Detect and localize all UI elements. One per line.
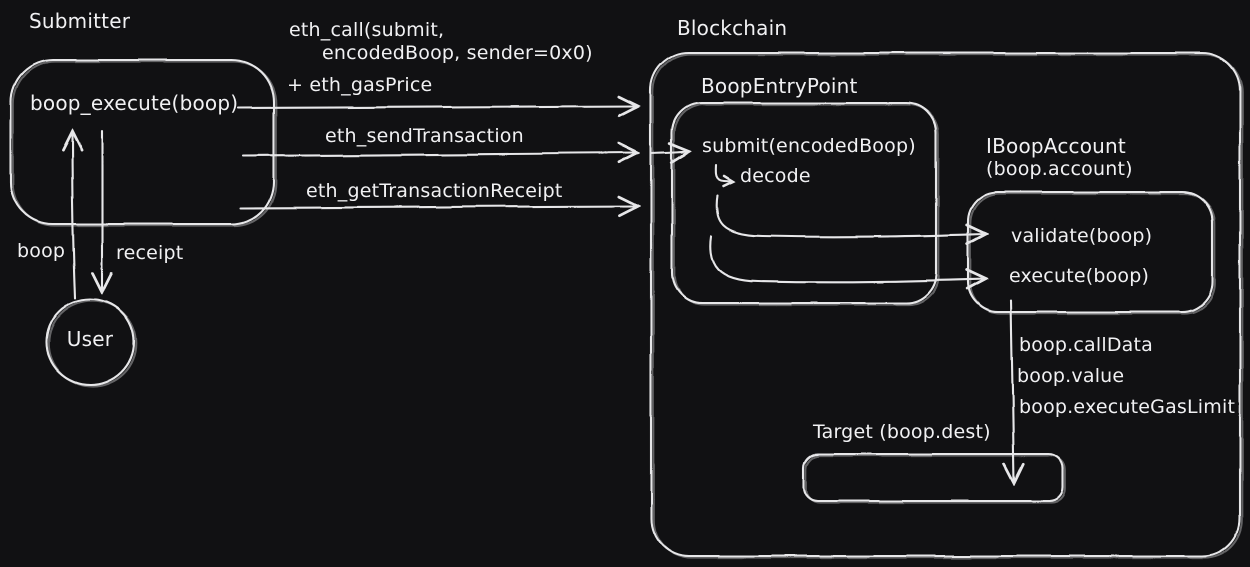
user-label: User <box>66 327 114 351</box>
account-box <box>966 190 1214 314</box>
arrow-to-validate <box>715 194 986 237</box>
execute-param-calldata: boop.callData <box>1019 334 1154 356</box>
arrow-eth-send-inner <box>649 151 690 153</box>
decode-branch-icon <box>714 163 733 182</box>
edge-label-receipt: receipt <box>116 242 184 264</box>
entrypoint-title: BoopEntryPoint <box>701 74 858 98</box>
edge-label-boop: boop <box>17 240 66 262</box>
target-title: Target (boop.dest) <box>813 421 991 443</box>
submitter-method: boop_execute(boop) <box>30 91 239 115</box>
target-box <box>802 452 1065 503</box>
entrypoint-box <box>670 101 938 305</box>
entrypoint-method: submit(encodedBoop) <box>702 135 916 157</box>
arrow-boop-up <box>72 131 75 300</box>
arrow-eth-call <box>236 106 638 108</box>
submitter-title: Submitter <box>29 9 131 33</box>
execute-param-gaslimit: boop.executeGasLimit <box>1019 396 1236 418</box>
blockchain-box <box>649 51 1242 558</box>
edge-label-eth-call-2: encodedBoop, sender=0x0) <box>322 42 593 64</box>
decode-label: decode <box>740 165 811 187</box>
execute-param-value: boop.value <box>1017 365 1125 387</box>
arrow-eth-send <box>241 153 638 156</box>
arrow-eth-get-receipt <box>239 206 638 208</box>
blockchain-title: Blockchain <box>677 16 788 40</box>
edge-label-eth-get-receipt: eth_getTransactionReceipt <box>306 180 563 202</box>
edge-label-eth-call-1: eth_call(submit, <box>289 19 445 41</box>
arrow-to-target <box>1011 298 1014 483</box>
account-validate-method: validate(boop) <box>1011 225 1153 247</box>
account-title-line1: IBoopAccount <box>986 134 1126 158</box>
edge-label-eth-send: eth_sendTransaction <box>325 125 524 147</box>
sketch-double-stroke-layer <box>12 53 1244 559</box>
user-circle <box>44 297 136 387</box>
account-title-line2: (boop.account) <box>986 158 1133 180</box>
account-execute-method: execute(boop) <box>1009 265 1150 287</box>
submitter-box <box>9 58 276 226</box>
edge-label-eth-call-3: + eth_gasPrice <box>287 74 433 96</box>
arrow-to-execute <box>709 234 986 282</box>
